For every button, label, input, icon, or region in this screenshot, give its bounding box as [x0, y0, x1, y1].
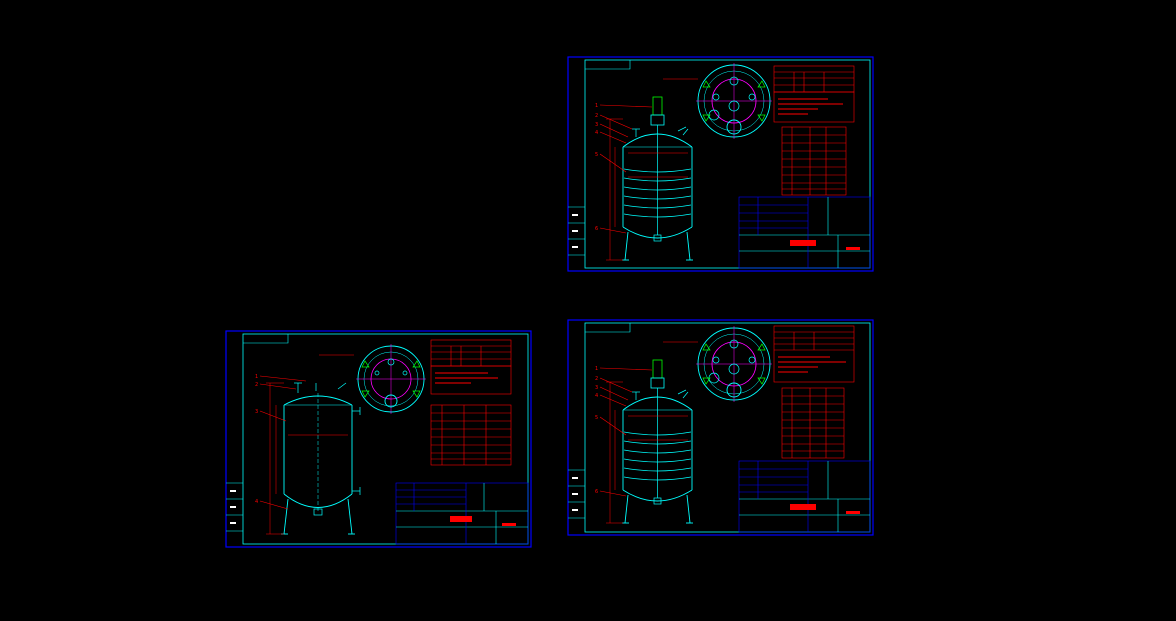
corner-stamp: [585, 323, 631, 333]
corner-stamp: [585, 60, 631, 70]
agitator-motor: [652, 96, 663, 116]
technical-spec-table: [773, 65, 855, 123]
leader-number: 6: [595, 226, 598, 232]
leader-number: 4: [595, 130, 598, 136]
leader-number: 3: [595, 122, 598, 128]
binding-strip: [226, 482, 243, 532]
leader-number: 4: [595, 393, 598, 399]
nozzle-table: [781, 387, 845, 459]
drawing-sheet-bottom-left[interactable]: 1 2 3 4: [225, 330, 532, 548]
leader-number: 1: [595, 103, 598, 109]
leader-number: 6: [595, 489, 598, 495]
sheet-border: [567, 56, 874, 272]
drawing-sheet-top-right[interactable]: 1 2 3 4 5 6: [567, 56, 874, 272]
binding-strip: [568, 206, 585, 256]
leader-number: 3: [595, 385, 598, 391]
title-block-name: [790, 240, 816, 246]
leader-number: 5: [595, 152, 598, 158]
vessel-elevation: [281, 382, 361, 535]
leader-number: 3: [255, 409, 258, 415]
leader-lines: [599, 367, 653, 497]
leader-number: 1: [255, 374, 258, 380]
leader-number: 1: [595, 366, 598, 372]
flange-plan-view: [356, 344, 426, 414]
leader-numbers: 1 2 3 4 5 6: [595, 366, 598, 495]
sheet-inner-frame: [584, 59, 871, 269]
leader-lines: [259, 375, 307, 510]
corner-stamp: [243, 334, 289, 344]
title-block-name: [450, 516, 472, 522]
leader-lines: [599, 104, 653, 234]
leader-number: 5: [595, 415, 598, 421]
dimension-lines: [606, 118, 688, 261]
flange-plan-view: [696, 63, 772, 139]
title-block: [738, 196, 871, 269]
leader-number: 2: [595, 376, 598, 382]
leader-number: 4: [255, 499, 258, 505]
title-block-name: [790, 504, 816, 510]
technical-spec-table: [773, 325, 855, 383]
sheet-inner-frame: [584, 322, 871, 533]
leader-number: 2: [255, 382, 258, 388]
sheet-border: [567, 319, 874, 536]
vessel-elevation: [622, 359, 693, 524]
vessel-elevation: [622, 96, 693, 261]
nozzle-table: [430, 404, 512, 466]
sheet-border: [225, 330, 532, 548]
sheet-inner-frame: [242, 333, 529, 545]
leader-numbers: 1 2 3 4: [255, 374, 258, 505]
agitator-motor: [652, 359, 663, 379]
dimension-lines: [266, 382, 348, 535]
leader-numbers: 1 2 3 4 5 6: [595, 103, 598, 232]
drawing-sheet-bottom-right[interactable]: 1 2 3 4 5 6: [567, 319, 874, 536]
leader-number: 2: [595, 113, 598, 119]
nozzle-table: [781, 126, 847, 196]
title-block: [738, 460, 871, 533]
technical-spec-table: [430, 339, 512, 395]
title-block: [395, 482, 529, 545]
binding-strip: [568, 469, 585, 519]
flange-plan-view: [696, 326, 772, 402]
dimension-lines: [606, 381, 688, 524]
